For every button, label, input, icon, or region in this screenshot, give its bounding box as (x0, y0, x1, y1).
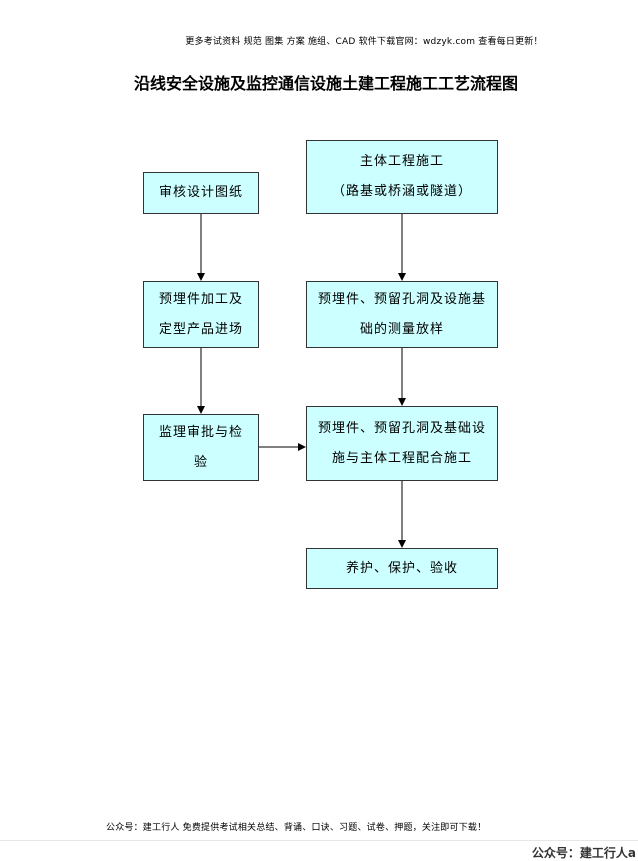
node-main-construction-line-2: （路基或桥涵或隧道） (331, 184, 472, 199)
node-coordination: 预埋件、预留孔洞及基础设 施与主体工程配合施工 (306, 406, 498, 481)
node-curing: 养护、保护、验收 (306, 548, 498, 589)
node-embedded-processing: 预埋件加工及 定型产品进场 (143, 281, 259, 348)
node-embedded-processing-line-2: 定型产品进场 (158, 321, 243, 337)
node-review-drawings-line-1: 审核设计图纸 (158, 185, 243, 200)
node-curing-line-1: 养护、保护、验收 (345, 560, 458, 576)
bottom-divider (0, 840, 638, 841)
header-note: 更多考试资料 规范 图集 方案 施组、CAD 软件下载官网：wdzyk.com … (185, 37, 543, 47)
page-title: 沿线安全设施及监控通信设施土建工程施工工艺流程图 (133, 74, 518, 93)
node-embedded-processing-line-1: 预埋件加工及 (158, 291, 243, 307)
node-coordination-line-2: 施与主体工程配合施工 (331, 450, 472, 466)
node-supervision-line-1: 监理审批与检 (158, 424, 243, 440)
node-survey-layout-line-2: 础的测量放样 (359, 321, 444, 337)
node-survey-layout-line-1: 预埋件、预留孔洞及设施基 (317, 291, 486, 307)
node-main-construction-line-1: 主体工程施工 (359, 154, 444, 169)
node-main-construction: 主体工程施工 （路基或桥涵或隧道） (306, 140, 498, 214)
watermark-text: 公众号：建工行人a (531, 846, 636, 860)
node-survey-layout: 预埋件、预留孔洞及设施基 础的测量放样 (306, 281, 498, 348)
node-coordination-line-1: 预埋件、预留孔洞及基础设 (317, 420, 486, 436)
node-supervision-line-2: 验 (193, 454, 208, 470)
node-supervision: 监理审批与检 验 (143, 414, 259, 481)
footer-note: 公众号：建工行人 免费提供考试相关总结、背诵、口诀、习题、试卷、押题，关注即可下… (106, 823, 487, 833)
node-review-drawings: 审核设计图纸 (143, 172, 259, 214)
